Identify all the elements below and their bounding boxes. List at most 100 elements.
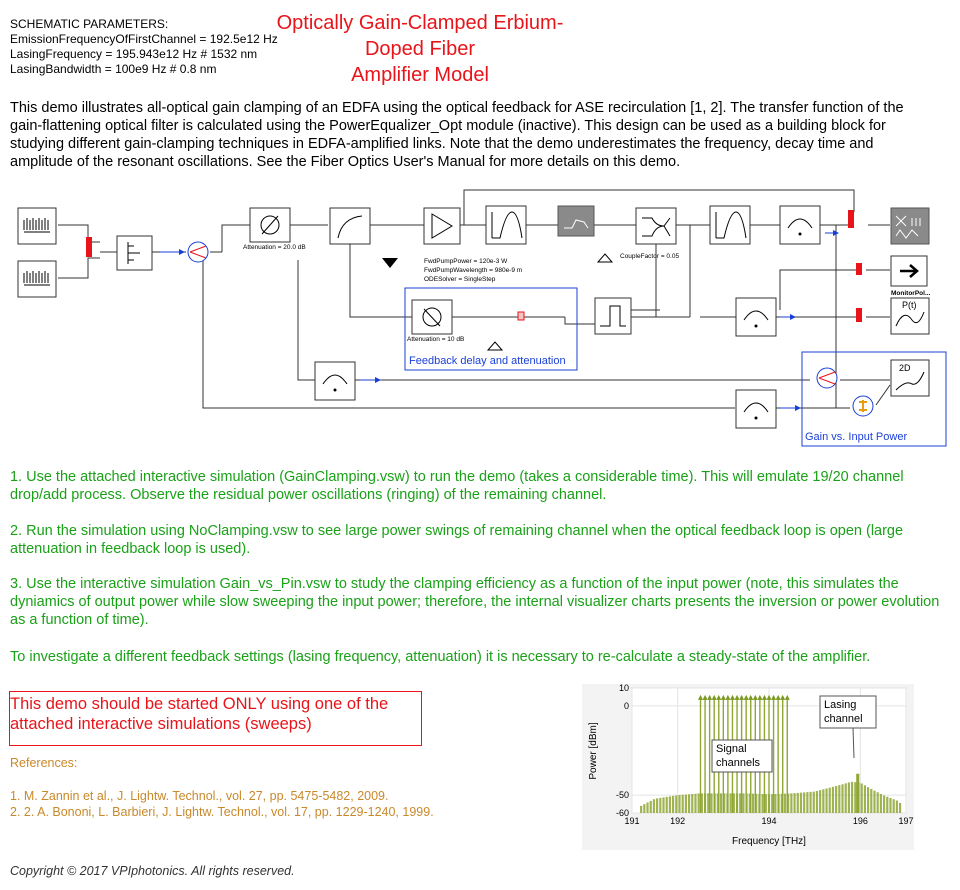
signal-marker — [748, 694, 754, 700]
signal-marker — [771, 694, 777, 700]
pump-power-label: FwdPumpPower = 120e-3 W — [424, 258, 508, 265]
power-meter-3[interactable] — [314, 361, 356, 401]
gain-vs-input-group — [801, 351, 947, 447]
x-tick-label: 197 — [898, 816, 913, 826]
note-1: 1. Use the attached interactive simulati… — [10, 469, 904, 503]
bandpass-filter-1[interactable] — [485, 205, 527, 245]
delay-module[interactable] — [594, 297, 632, 335]
signal-marker — [698, 694, 703, 700]
spectrum-chart: 191 192 194 196 197 10 0 -50 -60 Frequency [THz… — [582, 684, 914, 850]
filter-module[interactable] — [329, 207, 371, 245]
x-tick-label: 194 — [761, 816, 776, 826]
ground-icon — [382, 258, 398, 268]
ground-icon-2 — [596, 253, 614, 263]
x-tick-label: 196 — [853, 816, 868, 826]
monitor-polarization-module[interactable]: MonitorPol... — [890, 255, 931, 297]
signal-marker — [752, 694, 758, 700]
signal-marker — [784, 694, 790, 700]
signal-marker — [757, 694, 763, 700]
x-tick-label: 191 — [624, 816, 639, 826]
page-title: Optically Gain-Clamped Erbium-Doped Fibe… — [250, 10, 590, 88]
signal-marker — [734, 694, 740, 700]
gain-group-label: Gain vs. Input Power — [805, 431, 907, 443]
signal-marker — [711, 694, 717, 700]
copyright-text: Copyright © 2017 VPIphotonics. All right… — [10, 864, 295, 878]
signal-marker — [739, 694, 745, 700]
x-tick-label: 192 — [670, 816, 685, 826]
multiplexer-module[interactable] — [116, 235, 153, 271]
signal-marker — [720, 694, 726, 700]
reference-2: 2. 2. A. Bononi, L. Barbieri, J. Lightw.… — [10, 805, 434, 819]
y-tick-label: 0 — [624, 701, 629, 711]
ground-icon-3 — [486, 341, 504, 351]
signal-marker — [743, 694, 749, 700]
param-lasing-bandwidth: LasingBandwidth = 100e9 Hz # 0.8 nm — [10, 62, 217, 76]
ase-spectrum — [640, 781, 902, 813]
signal-marker — [702, 694, 708, 700]
param-emission-frequency: EmissionFrequencyOfFirstChannel = 192.5e… — [10, 32, 278, 46]
params-header: SCHEMATIC PARAMETERS: — [10, 17, 169, 31]
attenuation-label-1: Attenuation = 20.0 dB — [243, 244, 306, 251]
2d-label: 2D — [899, 363, 911, 373]
title-line-1: Optically Gain-Clamped Erbium-Doped Fibe… — [276, 12, 564, 60]
y-axis-label: Power [dBm] — [588, 722, 599, 779]
signal-marker — [780, 694, 786, 700]
intro-text: This demo illustrates all-optical gain c… — [10, 100, 904, 170]
signal-annotation: Signal channels — [711, 739, 773, 773]
reference-1: 1. M. Zannin et al., J. Lightw. Technol.… — [10, 789, 389, 803]
signal-marker — [775, 694, 781, 700]
power-meter-2[interactable] — [735, 297, 777, 337]
attenuation-label-2: Attenuation = 10 dB — [407, 336, 464, 343]
y-tick-label: -50 — [616, 790, 629, 800]
signal-marker — [761, 694, 767, 700]
schematic-diagram: Attenuation = 20.0 dB FwdPumpPower = 120… — [17, 189, 947, 447]
note-3: 3. Use the interactive simulation Gain_v… — [10, 576, 940, 628]
feedback-group-label: Feedback delay and attenuation — [409, 355, 566, 367]
lasing-annotation: Lasing channel — [819, 695, 877, 759]
coupler-module[interactable] — [635, 207, 677, 245]
power-splitter-icon[interactable] — [187, 241, 209, 263]
attenuator-module-2[interactable] — [411, 299, 453, 335]
power-meter-4[interactable] — [735, 389, 777, 429]
param-lasing-frequency: LasingFrequency = 195.943e12 Hz # 1532 n… — [10, 47, 258, 61]
y-tick-labels: 10 0 -50 -60 — [616, 684, 629, 818]
x-axis-label: Frequency [THz] — [732, 836, 806, 847]
y-tick-label: -60 — [616, 808, 629, 818]
lasing-annotation-line-2: channel — [824, 713, 863, 725]
y-tick-label: 10 — [619, 684, 629, 693]
pt-visualizer[interactable]: P(t) — [890, 297, 930, 335]
references-header: References: — [10, 756, 78, 770]
ode-solver-label: ODESolver = SingleStep — [424, 276, 496, 283]
pt-label: P(t) — [902, 300, 917, 310]
signal-channel-bars — [698, 694, 790, 813]
signal-annotation-line-2: channels — [716, 757, 761, 769]
lasing-annotation-line-1: Lasing — [824, 699, 856, 711]
note-2: 2. Run the simulation using NoClamping.v… — [10, 523, 904, 557]
note-4: To investigate a different feedback sett… — [10, 649, 871, 665]
edfa-amplifier-module[interactable] — [423, 207, 461, 245]
bandpass-filter-2[interactable] — [709, 205, 751, 245]
signal-marker — [766, 694, 772, 700]
gain-equalizer-module[interactable] — [557, 205, 595, 237]
eye-diagram-visualizer[interactable] — [890, 207, 930, 245]
2d-visualizer[interactable]: 2D — [890, 359, 930, 397]
pump-wavelength-label: FwdPumpWavelength = 980e-9 m — [424, 267, 522, 274]
schematic-parameters: SCHEMATIC PARAMETERS: EmissionFrequencyO… — [10, 17, 278, 77]
attenuator-module[interactable] — [249, 207, 291, 243]
signal-annotation-line-1: Signal — [716, 743, 747, 755]
x-tick-labels: 191 192 194 196 197 — [624, 816, 913, 826]
transmitter-module-2[interactable] — [17, 260, 57, 298]
feedback-loop-group — [404, 287, 578, 371]
signal-marker — [725, 694, 731, 700]
signal-marker — [716, 694, 722, 700]
title-line-2: Amplifier Model — [351, 64, 489, 86]
monitor-label: MonitorPol... — [891, 290, 931, 297]
power-meter-1[interactable] — [779, 205, 821, 245]
transmitter-module-1[interactable] — [17, 207, 57, 245]
signal-marker — [729, 694, 735, 700]
power-splitter-icon-2[interactable] — [816, 367, 838, 389]
warning-box: This demo should be started ONLY using o… — [9, 691, 422, 746]
switch-markers — [86, 210, 862, 322]
adder-icon[interactable] — [852, 395, 874, 417]
signal-marker — [707, 694, 713, 700]
